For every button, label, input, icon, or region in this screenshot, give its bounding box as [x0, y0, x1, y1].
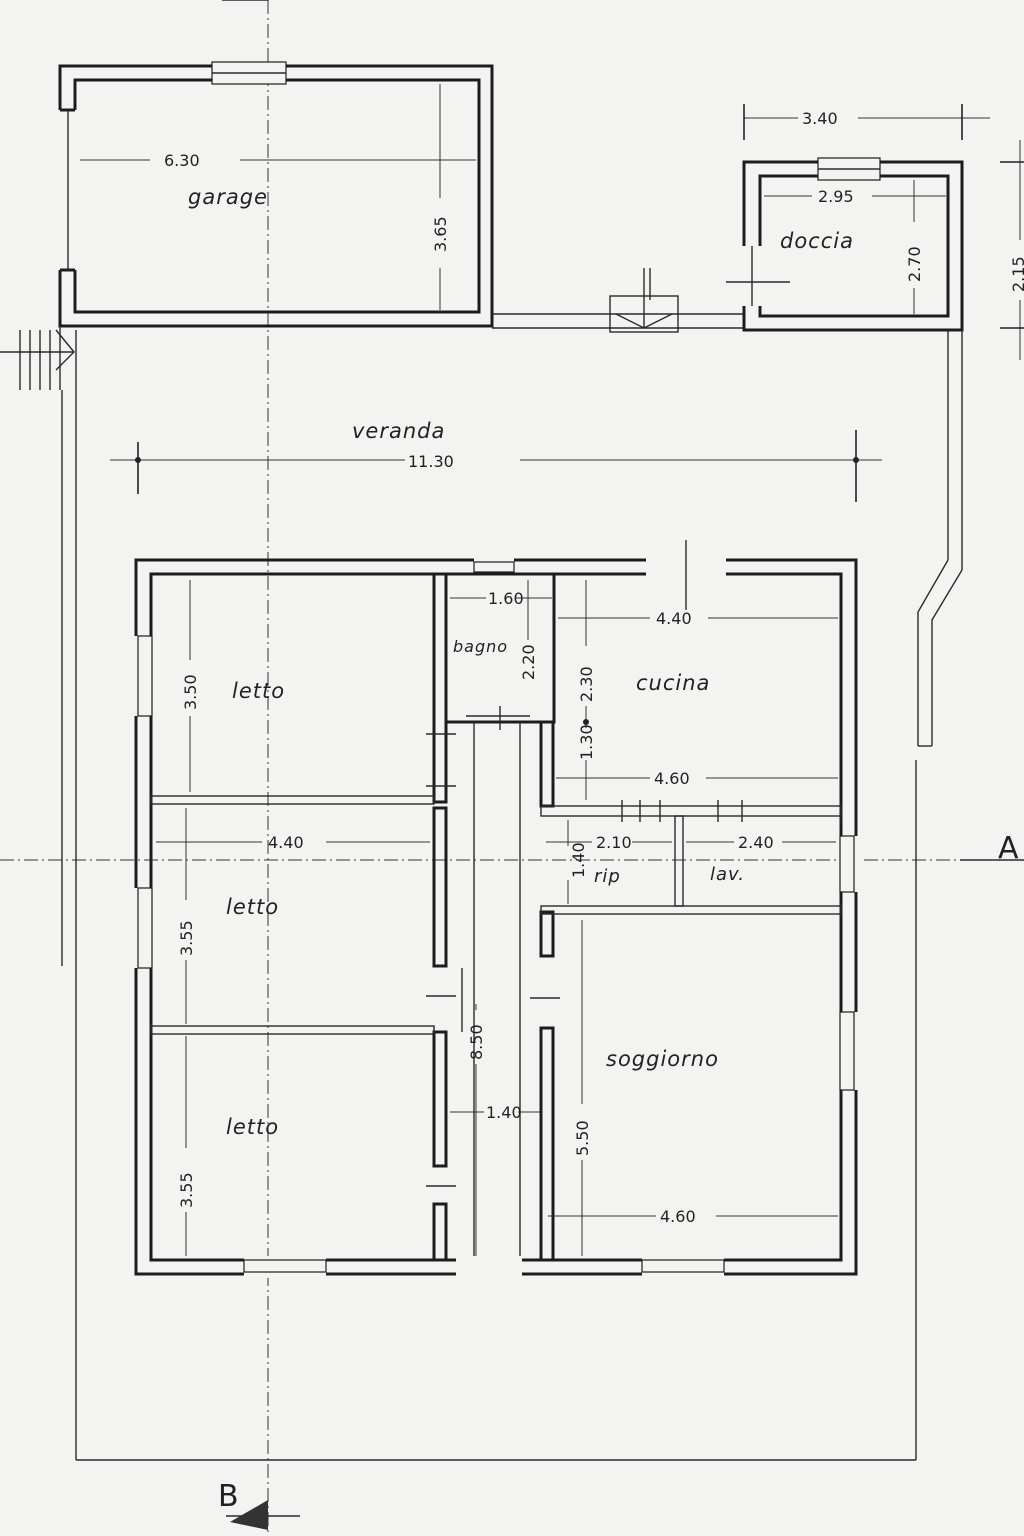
- dim-rip-height: 1.40: [569, 842, 588, 878]
- dim-soggiorno-height: 5.50: [573, 1120, 592, 1156]
- annex-height-dim: [1000, 140, 1024, 360]
- dim-annex-width: 3.40: [802, 109, 838, 128]
- interior-dims: [156, 580, 838, 1256]
- dim-doccia-height: 2.70: [905, 246, 924, 282]
- dim-veranda-width: 11.30: [408, 452, 454, 471]
- room-label-soggiorno: soggiorno: [606, 1047, 719, 1071]
- veranda-outline: [61, 330, 963, 1461]
- dim-corridor-width: 1.40: [486, 1103, 522, 1122]
- section-marker-a: A: [998, 831, 1019, 866]
- dim-garage-width: 6.30: [164, 151, 200, 170]
- dim-rip-width: 2.10: [596, 833, 632, 852]
- room-label-letto-1: letto: [232, 679, 285, 703]
- dim-corridor-height: 8.50: [467, 1024, 486, 1060]
- dim-letto2-width: 4.40: [268, 833, 304, 852]
- room-label-doccia: doccia: [780, 229, 854, 253]
- dim-annex-height: 2.15: [1009, 256, 1024, 292]
- annex-width-dim: [743, 104, 990, 140]
- section-marker-b: B: [218, 1479, 239, 1514]
- garage-walls: [56, 61, 494, 328]
- dim-cucina-height: 2.30: [577, 666, 596, 702]
- dim-bagno-width: 1.60: [488, 589, 524, 608]
- room-label-letto-3: letto: [226, 1115, 279, 1139]
- section-axis-b: [222, 0, 300, 1536]
- connecting-wall: [492, 268, 744, 333]
- dim-cucina-height-2: 1.30: [577, 724, 596, 760]
- room-label-cucina: cucina: [636, 671, 710, 695]
- veranda-width-dim: [110, 430, 882, 502]
- room-label-garage: garage: [188, 185, 268, 209]
- room-label-letto-2: letto: [226, 895, 279, 919]
- room-label-lav: lav.: [710, 864, 745, 885]
- room-label-rip: rip: [594, 866, 621, 887]
- room-label-bagno: bagno: [453, 637, 508, 656]
- dim-cucina-width-2: 4.60: [654, 769, 690, 788]
- dim-letto1-height: 3.50: [181, 674, 200, 710]
- dim-bagno-height: 2.20: [519, 644, 538, 680]
- left-entry-steps: [0, 326, 75, 390]
- dim-letto3-height: 3.55: [177, 1172, 196, 1208]
- doccia-walls: [726, 157, 964, 332]
- dim-garage-height: 3.65: [431, 216, 450, 252]
- interior-walls: [150, 572, 842, 1262]
- dim-soggiorno-width: 4.60: [660, 1207, 696, 1226]
- dim-letto2-height: 3.55: [177, 920, 196, 956]
- dim-cucina-width: 4.40: [656, 609, 692, 628]
- room-label-veranda: veranda: [352, 419, 445, 443]
- dim-lav-width: 2.40: [738, 833, 774, 852]
- dim-doccia-width: 2.95: [818, 187, 854, 206]
